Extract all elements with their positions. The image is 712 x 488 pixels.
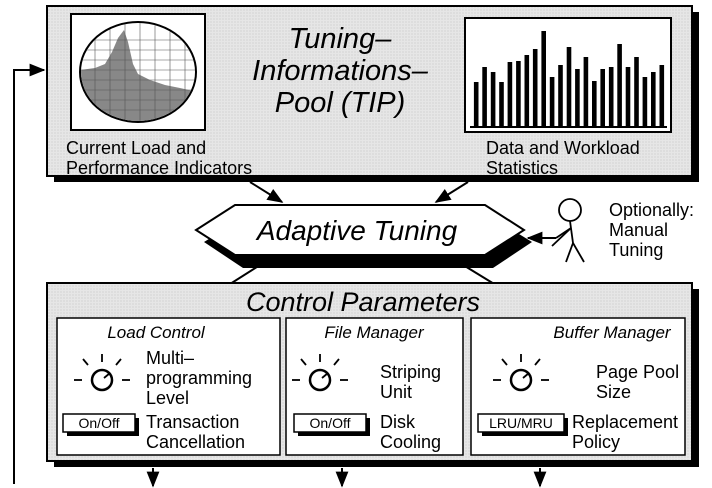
buffer-manager-switch-label: LRU/MRU xyxy=(489,415,553,431)
tip-title-line-2: Informations– xyxy=(252,55,429,87)
statistics-bar xyxy=(490,72,496,127)
file-manager-title: File Manager xyxy=(324,323,425,342)
statistics-bars xyxy=(473,31,665,127)
load-curve-area xyxy=(81,30,195,121)
statistics-bar xyxy=(575,69,580,127)
statistics-bar xyxy=(499,82,504,127)
statistics-bar xyxy=(583,57,589,127)
arrow-tip-to-tuning-left xyxy=(249,181,284,203)
statistics-bar xyxy=(558,65,563,127)
load-control-knob-line-3: Level xyxy=(146,388,189,408)
tip-title-line-3: Pool (TIP) xyxy=(275,87,406,119)
manual-text-line-3: Tuning xyxy=(609,240,663,260)
statistics-bar xyxy=(642,77,648,127)
statistics-bar xyxy=(600,69,605,127)
load-indicator-panel xyxy=(70,13,206,131)
statistics-bar xyxy=(549,77,555,127)
buffer-manager-switch[interactable]: LRU/MRU xyxy=(477,413,568,436)
load-control-title: Load Control xyxy=(107,323,206,342)
load-control-switch-line-2: Cancellation xyxy=(146,432,245,452)
statistics-bar xyxy=(532,49,538,127)
load-control-switch-line-1: Transaction xyxy=(146,412,239,432)
statistics-bar xyxy=(507,62,513,127)
load-control-knob-icon xyxy=(74,354,130,392)
statistics-bar xyxy=(566,47,572,127)
manual-tuning-person-icon xyxy=(551,198,585,263)
adaptive-tuning-node: Adaptive Tuning xyxy=(194,204,532,268)
file-manager-switch[interactable]: On/Off xyxy=(293,413,370,436)
buffer-manager-knob-icon xyxy=(493,354,549,392)
tip-box: Tuning– Informations– Pool (TIP) Current… xyxy=(46,5,699,182)
adaptive-tuning-hexagon xyxy=(194,204,526,256)
file-manager-switch-line-2: Cooling xyxy=(380,432,441,452)
buffer-manager-title: Buffer Manager xyxy=(553,323,672,342)
load-control-switch-label: On/Off xyxy=(79,415,120,431)
control-parameters-title: Control Parameters xyxy=(246,287,480,317)
buffer-manager-knob-line-2: Size xyxy=(596,382,631,402)
arrow-tip-to-tuning-right xyxy=(434,181,469,203)
statistics-bar xyxy=(524,55,530,127)
manual-text-line-1: Optionally: xyxy=(609,200,694,220)
load-caption-line-2: Performance Indicators xyxy=(66,158,252,178)
feedback-loop-arrow xyxy=(13,63,46,484)
statistics-panel xyxy=(464,17,672,133)
file-manager-knob-line-1: Striping xyxy=(380,362,441,382)
file-manager-switch-label: On/Off xyxy=(310,415,351,431)
statistics-bar xyxy=(625,67,631,127)
load-control-knob-line-1: Multi– xyxy=(146,348,194,368)
buffer-manager-knob-line-1: Page Pool xyxy=(596,362,679,382)
load-control-panel: Load Control Multi– programming Level On… xyxy=(56,317,281,456)
statistics-bar xyxy=(516,61,521,127)
buffer-manager-panel: Buffer Manager Page Pool Size LRU/MRU Re… xyxy=(470,317,686,456)
statistics-bar xyxy=(592,81,597,127)
file-manager-knob-line-2: Unit xyxy=(380,382,412,402)
load-caption-line-1: Current Load and xyxy=(66,138,206,158)
load-control-knob-line-2: programming xyxy=(146,368,252,388)
buffer-manager-switch-line-2: Policy xyxy=(572,432,620,452)
file-manager-switch-line-1: Disk xyxy=(380,412,416,432)
statistics-bar xyxy=(482,67,487,127)
file-manager-knob-icon xyxy=(292,354,348,392)
statistics-bar xyxy=(473,82,479,127)
statistics-bar xyxy=(634,57,639,127)
buffer-manager-switch-line-1: Replacement xyxy=(572,412,678,432)
statistics-bar xyxy=(541,31,546,127)
statistics-bar xyxy=(608,67,614,127)
adaptive-tuning-label: Adaptive Tuning xyxy=(255,215,458,246)
statistics-bar xyxy=(651,72,656,127)
file-manager-panel: File Manager Striping Unit On/Off Disk C… xyxy=(285,317,464,456)
control-parameters-box: Control Parameters Load Control Multi– p… xyxy=(46,282,699,467)
load-control-switch[interactable]: On/Off xyxy=(62,413,139,436)
statistics-bar xyxy=(617,44,622,127)
statistics-caption-line-1: Data and Workload xyxy=(486,138,640,158)
tip-title-line-1: Tuning– xyxy=(289,23,393,55)
statistics-caption-line-2: Statistics xyxy=(486,158,558,178)
statistics-bar xyxy=(659,65,665,127)
manual-text-line-2: Manual xyxy=(609,220,668,240)
